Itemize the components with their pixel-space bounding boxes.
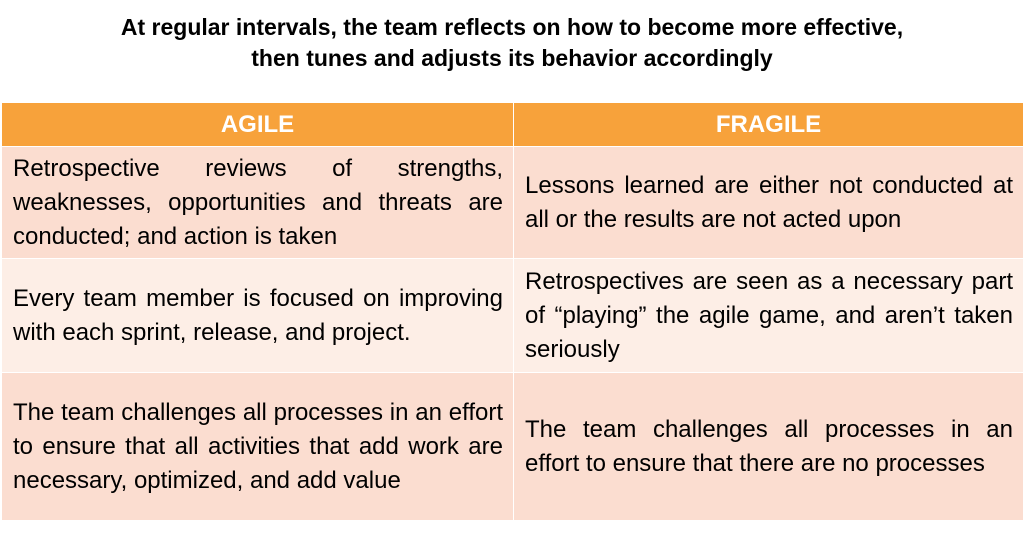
fragile-cell: The team challenges all processes in an … (513, 372, 1024, 521)
table-row: The team challenges all processes in an … (1, 372, 1024, 521)
table-header-row: AGILE FRAGILE (1, 102, 1024, 147)
slide-title: At regular intervals, the team reflects … (0, 12, 1024, 74)
column-header-fragile: FRAGILE (513, 102, 1024, 147)
agile-cell: Retrospective reviews of strengths, weak… (1, 146, 514, 259)
table-row: Every team member is focused on improvin… (1, 258, 1024, 373)
table-body: Retrospective reviews of strengths, weak… (1, 146, 1024, 521)
agile-cell: Every team member is focused on improvin… (1, 258, 514, 373)
slide-title-line-1: At regular intervals, the team reflects … (120, 14, 904, 40)
table-header: AGILE FRAGILE (1, 102, 1024, 147)
agile-fragile-comparison-table: AGILE FRAGILE Retrospective reviews of s… (1, 102, 1024, 521)
table-row: Retrospective reviews of strengths, weak… (1, 146, 1024, 259)
agile-cell: The team challenges all processes in an … (1, 372, 514, 521)
fragile-cell: Retrospectives are seen as a necessary p… (513, 258, 1024, 373)
slide-title-line-2: then tunes and adjusts its behavior acco… (251, 45, 773, 71)
fragile-cell: Lessons learned are either not conducted… (513, 146, 1024, 259)
column-header-agile: AGILE (1, 102, 514, 147)
